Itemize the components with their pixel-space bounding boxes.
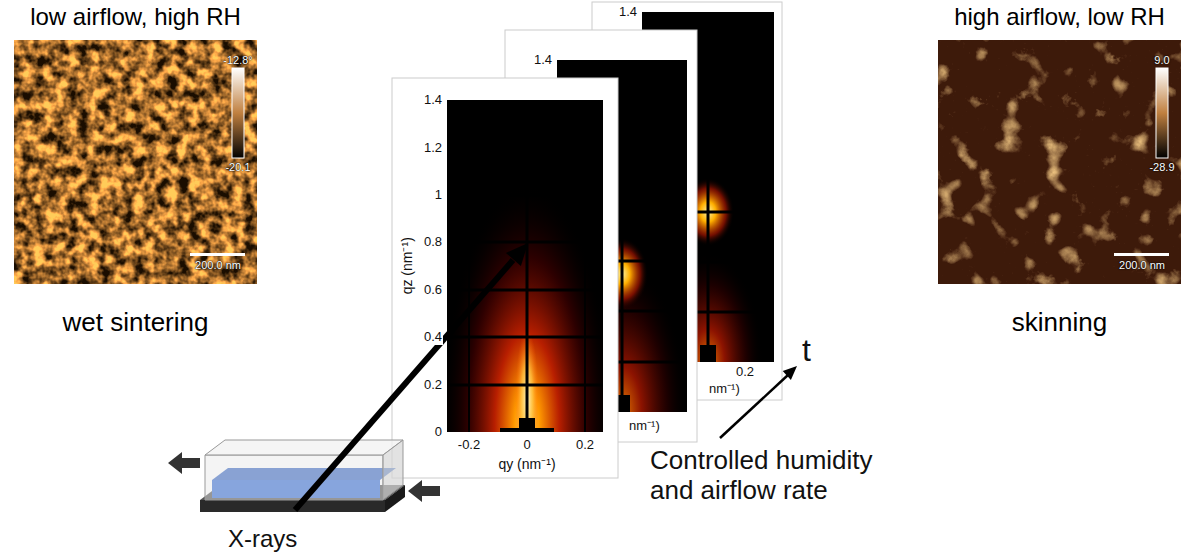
scale-bar-label: 200.0 nm	[1119, 259, 1165, 273]
tick-label: 0.8	[423, 234, 443, 250]
gisaxs-frame-front-part-part-part	[447, 194, 603, 197]
gisaxs-frame-front-part-part-part	[526, 100, 529, 432]
gisaxs-frame-back-part-part-part	[707, 12, 710, 362]
gisaxs-frame-front-part-part-part	[447, 289, 603, 292]
gisaxs-frame-front-part-part-part	[584, 100, 586, 432]
tick-label: 0.2	[735, 364, 755, 380]
afm-panel: low airflow, high RHwet sintering	[14, 40, 257, 284]
afm-image-right	[938, 40, 1181, 284]
colorbar-value: -12.8°	[223, 54, 252, 68]
sample-cell-part	[383, 440, 403, 500]
gisaxs-frame-front-part-part-part	[447, 241, 603, 244]
time-label: t	[802, 330, 811, 370]
gisaxs-frame-front-part-part	[447, 100, 603, 432]
gisaxs-frame-front-part-part-part	[447, 384, 603, 387]
axis-label: nm⁻¹)	[628, 418, 661, 434]
gisaxs-frame-front	[392, 78, 618, 558]
tick-label: 0.4	[423, 329, 443, 345]
colorbar-value: -28.9	[1149, 161, 1174, 175]
gisaxs-frame-front-part-part-part	[447, 336, 603, 339]
afm-image-right-part	[938, 40, 1181, 284]
sample-cell-part	[200, 500, 385, 512]
gisaxs-frame-front-part-part-part	[447, 147, 603, 150]
afm-image-left	[14, 40, 257, 284]
axis-label: qz (nm⁻¹)	[399, 236, 417, 295]
x-ray-arrow-part	[295, 260, 513, 510]
tick-label: 1.2	[423, 140, 443, 156]
gisaxs-frame-back-part-part	[700, 345, 716, 362]
beam-label: X-rays	[228, 524, 297, 554]
tick-label: 0.2	[423, 377, 443, 393]
process-caption: wet sintering	[63, 306, 209, 339]
afm-image-left-part	[190, 253, 245, 256]
condition-heading: high airflow, low RH	[954, 2, 1165, 32]
tick-label: 0.2	[575, 437, 595, 453]
tick-label: 1.4	[618, 4, 638, 20]
afm-image-left-part	[14, 40, 257, 284]
colorbar-value: -20.1	[225, 161, 250, 175]
condition-heading: low airflow, high RH	[30, 2, 241, 32]
time-arrow-part	[783, 366, 797, 380]
sample-cell-part	[168, 452, 200, 474]
colorbar-value: 9.0	[1154, 54, 1169, 68]
axis-label: qy (nm⁻¹)	[497, 456, 556, 474]
tick-label: 1	[434, 187, 443, 203]
condition-note: Controlled humidity and airflow rate	[650, 445, 905, 505]
sample-cell-part	[205, 455, 383, 500]
axis-label: nm⁻¹)	[708, 381, 741, 397]
tick-label: 0.6	[423, 282, 443, 298]
scale-bar-label: 200.0 nm	[195, 259, 241, 273]
sample-cell-part	[408, 480, 440, 502]
afm-image-right-part	[1156, 68, 1168, 158]
tick-label: 0	[434, 424, 443, 440]
tick-label: 1.4	[533, 52, 553, 68]
gisaxs-frame-front-part-part	[500, 428, 554, 432]
tick-label: -0.2	[457, 437, 481, 453]
afm-image-right-part	[1114, 253, 1169, 256]
gisaxs-frame-front-part	[447, 100, 603, 432]
x-ray-arrow-part	[506, 243, 528, 266]
afm-image-left-part	[232, 68, 244, 158]
time-arrow	[720, 366, 797, 438]
gisaxs-frame-middle-part-part-part	[621, 60, 624, 412]
gisaxs-frame-front-part-part-part	[468, 100, 470, 432]
gisaxs-frame-front-part-part	[469, 100, 585, 432]
sample-cell-part	[205, 440, 403, 455]
tick-label: 1.4	[423, 92, 443, 108]
process-caption: skinning	[1012, 306, 1107, 339]
afm-panel: high airflow, low RHskinning	[938, 40, 1181, 284]
tick-label: 0	[522, 437, 531, 453]
